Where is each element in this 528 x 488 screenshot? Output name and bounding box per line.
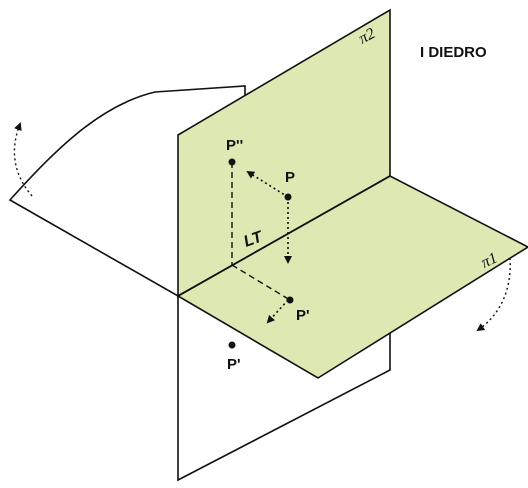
ground-line <box>177 175 391 297</box>
point-p <box>284 193 292 201</box>
plane-pi1-label: π1 <box>479 249 501 271</box>
dashed-line-horizontal <box>231 264 291 301</box>
title-label: I DIEDRO <box>420 44 487 61</box>
point-p-horizontal-label: P' <box>296 307 310 324</box>
ground-line-label: LT <box>242 228 266 251</box>
point-p-horizontal <box>286 296 294 304</box>
point-p-label: P <box>285 169 295 186</box>
point-p-folded <box>228 341 236 349</box>
rotation-arrow-left <box>13 122 33 197</box>
point-p-vertical <box>228 158 236 166</box>
point-p-vertical-label: P'' <box>226 137 243 154</box>
plane-pi2-label: π2 <box>356 25 378 48</box>
point-p-folded-label: P' <box>227 356 241 373</box>
